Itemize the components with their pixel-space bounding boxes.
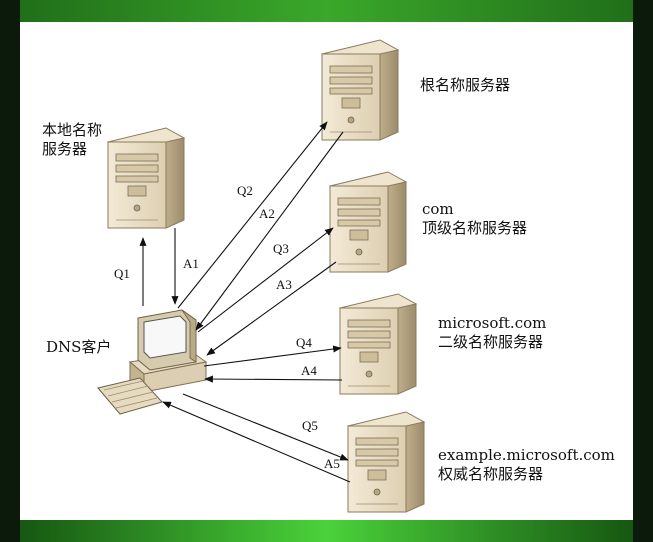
arrow-q5 xyxy=(182,393,349,461)
com-server-icon xyxy=(329,171,407,273)
dns-client-label: DNS客户 xyxy=(46,338,112,356)
local-server-label: 本地名称 服务器 xyxy=(42,121,102,159)
arrow-q3 xyxy=(197,227,334,333)
example-server-label-line2: 权威名称服务器 xyxy=(438,465,544,483)
com-server-label-line1: com xyxy=(422,200,454,218)
local-server-icon xyxy=(107,127,185,229)
microsoft-server-icon xyxy=(339,293,417,395)
frame-right-bar xyxy=(633,0,653,542)
label-a1: A1 xyxy=(183,256,199,271)
arrow-a5 xyxy=(162,401,351,483)
arrow-q2 xyxy=(177,121,328,309)
label-a3: A3 xyxy=(276,277,292,292)
microsoft-server-label-line2: 二级名称服务器 xyxy=(438,333,544,351)
local-server-label-line1: 本地名称 xyxy=(42,121,103,139)
label-a4: A4 xyxy=(301,363,317,378)
root-server-label: 根名称服务器 xyxy=(420,76,510,95)
label-a2: A2 xyxy=(259,206,275,221)
arrow-a2 xyxy=(195,131,344,331)
arrow-a3 xyxy=(206,261,337,356)
label-q3: Q3 xyxy=(273,241,289,256)
microsoft-server-label-line1: microsoft.com xyxy=(438,314,547,332)
com-server-label: com 顶级名称服务器 xyxy=(422,200,527,238)
arrow-a4 xyxy=(204,375,343,383)
label-a5: A5 xyxy=(324,456,340,471)
dns-client-computer-icon xyxy=(97,309,208,415)
arrow-q4 xyxy=(203,345,342,367)
com-server-label-line2: 顶级名称服务器 xyxy=(422,219,528,237)
label-q2: Q2 xyxy=(237,183,253,198)
example-server-label-line1: example.microsoft.com xyxy=(438,446,615,464)
microsoft-server-label: microsoft.com 二级名称服务器 xyxy=(438,314,546,352)
frame-bottom-bar xyxy=(0,520,653,542)
root-server-icon xyxy=(321,39,399,141)
local-server-label-line2: 服务器 xyxy=(42,140,88,158)
label-q4: Q4 xyxy=(296,335,312,350)
label-q1: Q1 xyxy=(114,266,130,281)
example-server-icon xyxy=(347,411,425,513)
label-q5: Q5 xyxy=(302,418,318,433)
frame-left-bar xyxy=(0,0,20,542)
frame-top-bar xyxy=(0,0,653,22)
example-server-label: example.microsoft.com 权威名称服务器 xyxy=(438,446,615,484)
root-server-label-line1: 根名称服务器 xyxy=(420,76,511,94)
